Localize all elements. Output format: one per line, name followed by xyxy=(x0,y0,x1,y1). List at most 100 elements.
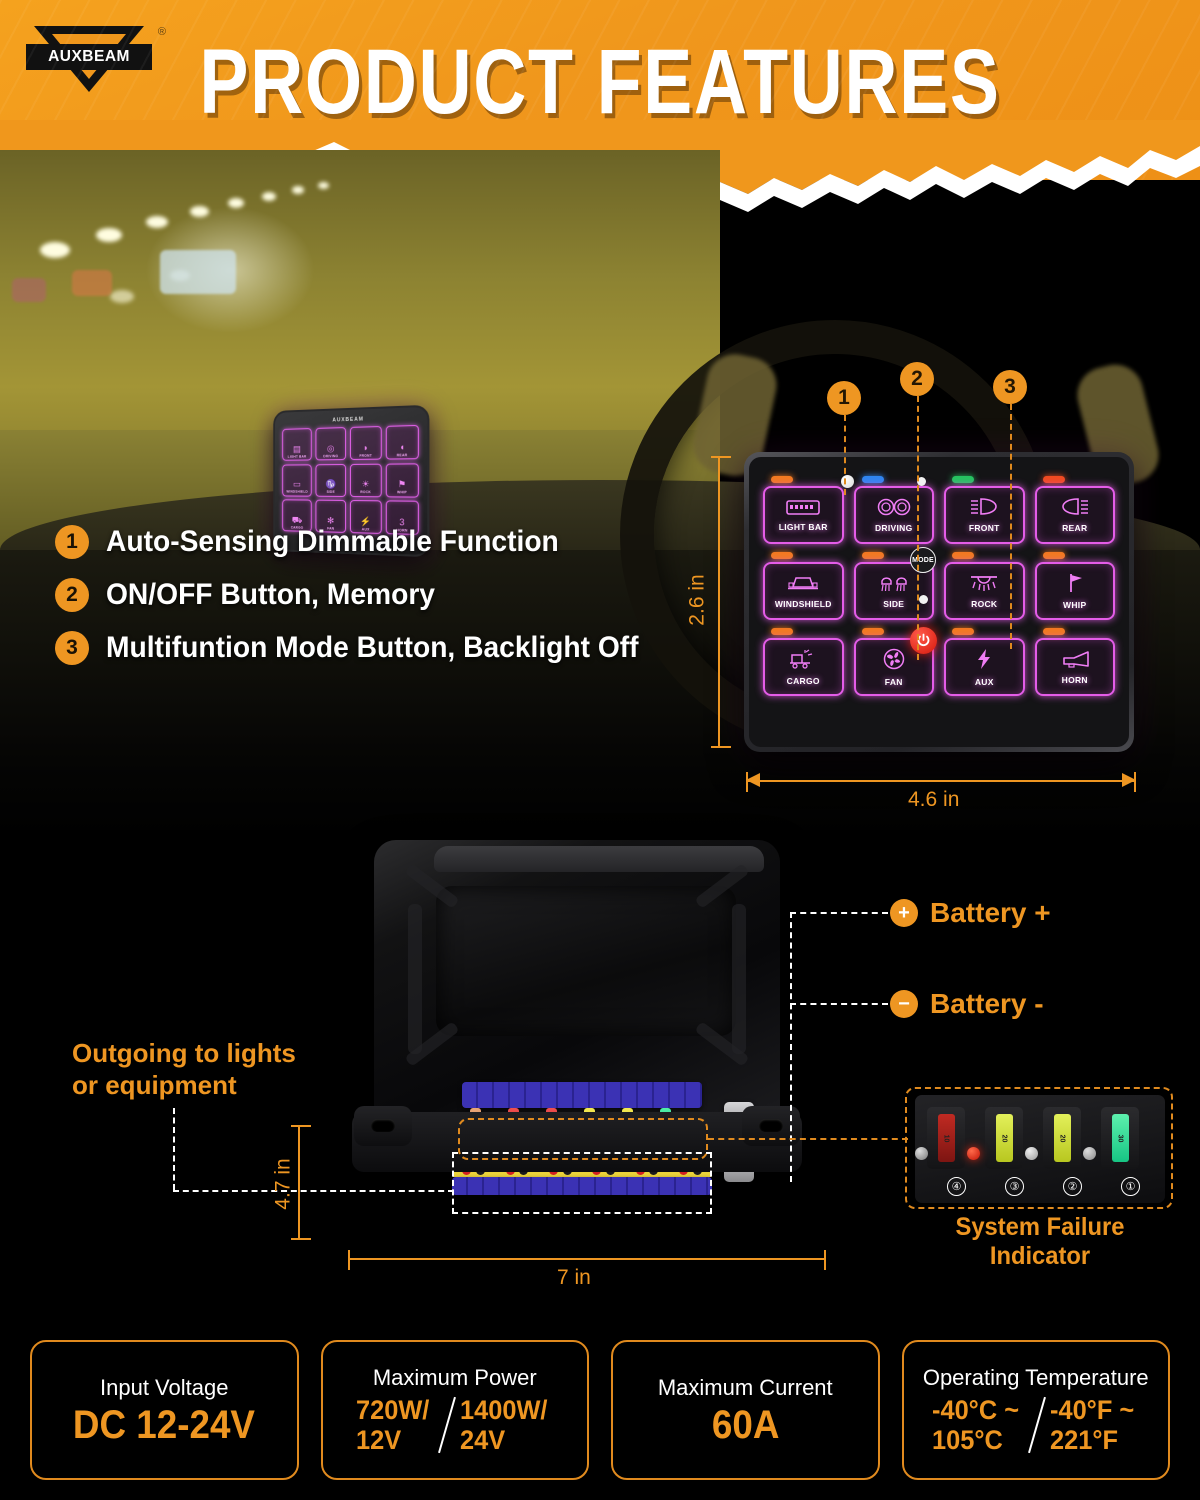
switch-button-cargo[interactable]: CARGO xyxy=(763,638,844,696)
failure-slot-number-2: ② xyxy=(1063,1177,1082,1196)
control-box-rib xyxy=(732,904,746,1054)
switch-button-windshield[interactable]: WINDSHIELD xyxy=(763,562,844,620)
panel-height-label: 2.6 in xyxy=(686,574,710,625)
mini-button-side[interactable]: ♑ SIDE xyxy=(315,464,346,497)
spec-label: Input Voltage xyxy=(100,1375,228,1401)
switch-button-horn[interactable]: HORN xyxy=(1035,638,1116,696)
feature-badge-2: 2 xyxy=(55,578,89,612)
fuse-rating-2: 20 xyxy=(1058,1134,1065,1142)
panel-width-arrow-left xyxy=(746,773,760,787)
battery-callout-vertical-line xyxy=(790,912,792,1182)
led-indicator xyxy=(1043,628,1065,635)
panel-width-arrow-right xyxy=(1122,773,1136,787)
spec-value-left-line1: -40°C ~ xyxy=(932,1395,1019,1425)
control-box-width-label: 7 in xyxy=(557,1266,591,1290)
mounting-lug-left xyxy=(354,1106,412,1146)
logo-wordmark-bar: AUXBEAM xyxy=(26,44,152,70)
switch-button-aux[interactable]: AUX xyxy=(944,638,1025,696)
page-title: PRODUCT FEATURES xyxy=(120,36,1080,128)
switch-button-label: REAR xyxy=(1062,523,1087,533)
switch-button-label: WINDSHIELD xyxy=(775,599,832,609)
battery-plus-badge: + xyxy=(890,899,918,927)
fan-icon xyxy=(883,648,905,674)
mini-button-rock[interactable]: ☀ ROCK xyxy=(350,463,382,497)
mini-button-light-bar[interactable]: ▤ LIGHT BAR xyxy=(282,428,312,461)
switch-button-label: WHIP xyxy=(1063,600,1086,610)
fuse-row-highlight xyxy=(458,1118,708,1160)
logo-triangle-inner-icon xyxy=(52,34,126,79)
mini-button-windshield[interactable]: ▭ WINDSHIELD xyxy=(282,464,312,496)
mini-button-front[interactable]: ◗ FRONT xyxy=(350,426,382,460)
callout-badge-3: 3 xyxy=(993,370,1027,404)
led-indicator xyxy=(771,628,793,635)
switch-button-label: FAN xyxy=(885,677,903,687)
switch-button-row-3[interactable]: CARGO FAN AUX HORN xyxy=(763,638,1115,696)
aux-bolt-icon xyxy=(976,648,992,674)
registered-mark-icon: ® xyxy=(158,26,166,38)
front-light-icon: ◗ xyxy=(363,442,368,453)
windshield-icon: ▭ xyxy=(293,479,301,490)
switch-button-row-2[interactable]: WINDSHIELD SIDE ROCK WHIP xyxy=(763,562,1115,620)
feature-label-3: Multifuntion Mode Button, Backlight Off xyxy=(106,631,639,665)
switch-button-front[interactable]: FRONT xyxy=(944,486,1025,544)
feature-item-2: 2 ON/OFF Button, Memory xyxy=(55,578,695,612)
mini-button-label: SIDE xyxy=(327,490,335,494)
mode-button[interactable]: MODE xyxy=(910,547,936,573)
feature-label-1: Auto-Sensing Dimmable Function xyxy=(106,525,559,559)
mini-button-driving[interactable]: ◎ DRIVING xyxy=(315,427,346,460)
feature-item-3: 3 Multifuntion Mode Button, Backlight Of… xyxy=(55,631,695,665)
spec-divider-icon xyxy=(438,1397,456,1453)
switch-button-rock[interactable]: ROCK xyxy=(944,562,1025,620)
switch-panel[interactable]: AUXBEAM® LIGHT BAR DRIVING xyxy=(744,452,1134,752)
callout-leader-2 xyxy=(917,396,919,660)
spec-value: 60A xyxy=(711,1405,779,1445)
control-box-height-label: 4.7 in xyxy=(272,1158,296,1209)
fuse-slot-1: 30 xyxy=(1101,1107,1139,1169)
switch-button-driving[interactable]: DRIVING xyxy=(854,486,935,544)
system-failure-indicator: 10 20 20 30 ④ ③ ② ① System Failure Indic… xyxy=(905,1095,1175,1245)
switch-button-label: DRIVING xyxy=(875,523,913,533)
switch-button-label: HORN xyxy=(1062,675,1088,685)
driving-lights-icon: ◎ xyxy=(327,443,335,454)
fuse-rating-1: 30 xyxy=(1116,1134,1123,1142)
led-indicator xyxy=(1043,552,1065,559)
switch-button-whip[interactable]: WHIP xyxy=(1035,562,1116,620)
failure-slot-number-4: ④ xyxy=(947,1177,966,1196)
spec-label: Maximum Current xyxy=(658,1375,833,1401)
switch-button-label: CARGO xyxy=(787,676,820,686)
spec-input-voltage: Input Voltage DC 12-24V xyxy=(30,1340,299,1480)
led-indicator xyxy=(952,628,974,635)
mini-button-rear[interactable]: ◖ REAR xyxy=(385,425,418,460)
led-indicator xyxy=(862,476,884,483)
mini-panel-button-grid[interactable]: ▤ LIGHT BAR ◎ DRIVING ◗ FRONT ◖ REAR ▭ W… xyxy=(282,425,419,535)
side-light-icon xyxy=(878,573,910,596)
battery-minus-badge: − xyxy=(890,990,918,1018)
switch-button-label: SIDE xyxy=(883,599,904,609)
windshield-icon xyxy=(786,574,820,596)
light-sensor xyxy=(841,475,854,488)
spec-value-right: 1400W/ 24V xyxy=(460,1395,553,1455)
power-button[interactable] xyxy=(910,627,937,654)
mini-button-label: DRIVING xyxy=(323,454,338,458)
logo-brand-text: AUXBEAM xyxy=(48,48,130,66)
fuse-rating-3: 20 xyxy=(1000,1134,1007,1142)
switch-button-row-1[interactable]: LIGHT BAR DRIVING FRONT REAR xyxy=(763,486,1115,544)
mini-button-whip[interactable]: ⚑ WHIP xyxy=(385,463,418,497)
auxbeam-logo: AUXBEAM ® xyxy=(26,22,152,96)
rock-light-icon xyxy=(968,573,1000,596)
spec-value-left-line1: 720W/ xyxy=(356,1395,429,1425)
outgoing-highlight-box xyxy=(452,1152,712,1214)
mini-button-label: LIGHT BAR xyxy=(288,454,307,458)
control-box-height-dimension-line xyxy=(298,1125,300,1240)
switch-panel-face[interactable]: AUXBEAM® LIGHT BAR DRIVING xyxy=(749,457,1129,747)
led-indicator-row-3 xyxy=(763,628,1115,635)
failure-led-4 xyxy=(915,1147,928,1160)
mini-button-label: ROCK xyxy=(360,490,371,494)
cargo-light-icon xyxy=(788,649,818,673)
switch-button-light-bar[interactable]: LIGHT BAR xyxy=(763,486,844,544)
switch-button-rear[interactable]: REAR xyxy=(1035,486,1116,544)
side-light-icon: ♑ xyxy=(325,479,336,490)
mini-panel-brand: AUXBEAM xyxy=(282,415,419,426)
panel-width-label: 4.6 in xyxy=(908,788,959,812)
spec-value-right-line2: 24V xyxy=(460,1425,505,1455)
